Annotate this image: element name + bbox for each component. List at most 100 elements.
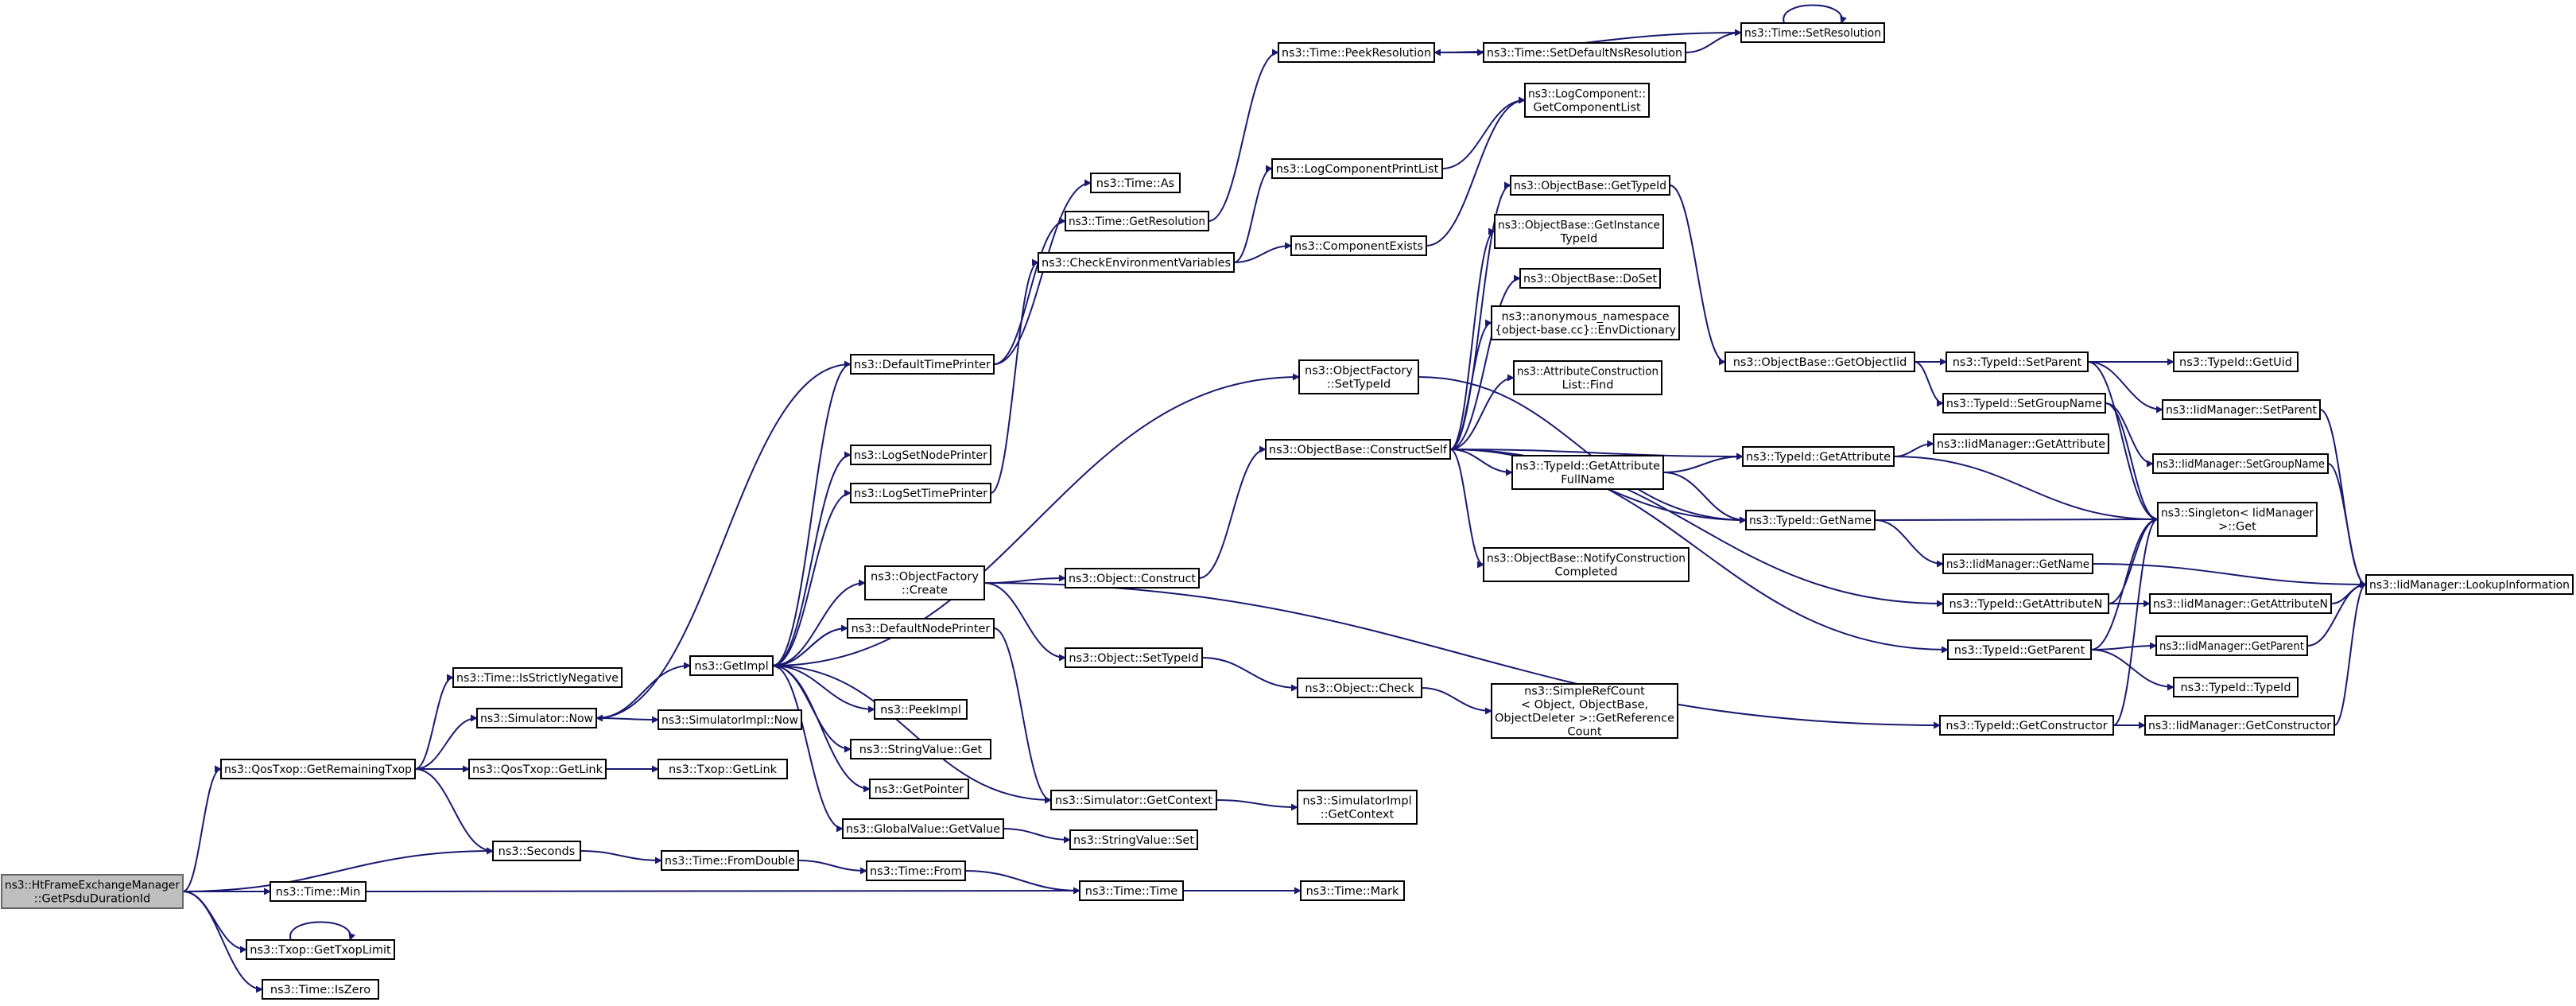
- node-box[interactable]: [1278, 42, 1435, 63]
- node-time-from[interactable]: ns3::Time::From: [866, 860, 966, 881]
- node-get-component-list[interactable]: ns3::LogComponent::GetComponentList: [1524, 83, 1650, 118]
- node-log-component-print-list[interactable]: ns3::LogComponentPrintList: [1271, 158, 1443, 179]
- node-box[interactable]: [850, 739, 991, 759]
- node-box[interactable]: [661, 850, 799, 871]
- node-box[interactable]: [864, 565, 985, 600]
- node-iid-set-parent[interactable]: ns3::IidManager::SetParent: [2162, 399, 2321, 420]
- node-iid-get-attribute-n[interactable]: ns3::IidManager::GetAttributeN: [2149, 593, 2332, 614]
- node-box[interactable]: [1065, 568, 1200, 588]
- node-is-zero[interactable]: ns3::Time::IsZero: [262, 979, 379, 1000]
- node-type-id-get-parent[interactable]: ns3::TypeId::GetParent: [1947, 639, 2092, 660]
- node-box[interactable]: [2157, 502, 2318, 537]
- node-sim-impl-now[interactable]: ns3::SimulatorImpl::Now: [658, 709, 802, 730]
- node-box[interactable]: [1745, 510, 1876, 530]
- node-get-impl[interactable]: ns3::GetImpl: [689, 655, 774, 676]
- node-time-as[interactable]: ns3::Time::As: [1090, 173, 1181, 193]
- node-time-time[interactable]: ns3::Time::Time: [1079, 880, 1184, 901]
- node-time-mark[interactable]: ns3::Time::Mark: [1300, 880, 1405, 901]
- node-default-node-printer[interactable]: ns3::DefaultNodePrinter: [847, 618, 995, 639]
- node-box[interactable]: [1069, 829, 1198, 850]
- node-type-id-set-group-name[interactable]: ns3::TypeId::SetGroupName: [1942, 393, 2106, 414]
- node-string-value-set[interactable]: ns3::StringValue::Set: [1069, 829, 1198, 850]
- node-box[interactable]: [1065, 211, 1209, 231]
- node-type-id-get-attribute[interactable]: ns3::TypeId::GetAttribute: [1742, 446, 1895, 467]
- node-box[interactable]: [476, 708, 597, 728]
- node-box[interactable]: [468, 759, 607, 779]
- node-box[interactable]: [1942, 393, 2106, 414]
- node-box[interactable]: [847, 618, 995, 639]
- node-qos-get-link[interactable]: ns3::QosTxop::GetLink: [468, 759, 607, 779]
- node-box[interactable]: [1297, 678, 1422, 698]
- node-box[interactable]: [874, 699, 968, 720]
- node-box[interactable]: [869, 779, 969, 799]
- node-box[interactable]: [492, 841, 581, 861]
- node-is-strictly-negative[interactable]: ns3::Time::IsStrictlyNegative: [452, 667, 623, 688]
- node-get-txop-limit[interactable]: ns3::Txop::GetTxopLimit: [246, 939, 395, 960]
- node-box[interactable]: [1933, 433, 2109, 454]
- node-time-min[interactable]: ns3::Time::Min: [270, 881, 367, 902]
- node-env-dictionary[interactable]: ns3::anonymous_namespace{object-base.cc}…: [1491, 305, 1680, 340]
- node-box[interactable]: [689, 655, 774, 676]
- node-box[interactable]: [246, 939, 395, 960]
- node-set-resolution[interactable]: ns3::Time::SetResolution: [1740, 22, 1885, 43]
- node-box[interactable]: [1494, 214, 1664, 249]
- node-obj-set-type-id[interactable]: ns3::Object::SetTypeId: [1065, 647, 1203, 668]
- node-check-env-vars[interactable]: ns3::CheckEnvironmentVariables: [1038, 252, 1235, 273]
- node-sim-now[interactable]: ns3::Simulator::Now: [476, 708, 597, 728]
- node-box[interactable]: [1740, 22, 1885, 43]
- node-iid-lookup-information[interactable]: ns3::IidManager::LookupInformation: [2365, 574, 2574, 595]
- node-sim-impl-get-context[interactable]: ns3::SimulatorImpl::GetContext: [1297, 790, 1418, 825]
- node-box[interactable]: [2173, 677, 2299, 697]
- node-global-value-get-value[interactable]: ns3::GlobalValue::GetValue: [842, 818, 1004, 839]
- node-box[interactable]: [1724, 352, 1915, 372]
- node-type-id-get-attribute-n[interactable]: ns3::TypeId::GetAttributeN: [1942, 593, 2109, 614]
- node-get-pointer[interactable]: ns3::GetPointer: [869, 779, 969, 799]
- node-box[interactable]: [658, 759, 788, 779]
- node-box[interactable]: [1491, 305, 1680, 340]
- node-simple-ref-count-get-ref-count[interactable]: ns3::SimpleRefCount< Object, ObjectBase,…: [1491, 683, 1678, 739]
- node-iid-get-attribute[interactable]: ns3::IidManager::GetAttribute: [1933, 433, 2109, 454]
- node-box[interactable]: [1742, 446, 1895, 467]
- node-box[interactable]: [1, 874, 184, 909]
- node-type-id-get-constructor[interactable]: ns3::TypeId::GetConstructor: [1939, 715, 2114, 736]
- node-box[interactable]: [658, 709, 802, 730]
- node-iid-get-constructor[interactable]: ns3::IidManager::GetConstructor: [2144, 715, 2335, 736]
- node-box[interactable]: [1050, 790, 1217, 810]
- node-log-set-node-printer[interactable]: ns3::LogSetNodePrinter: [850, 445, 991, 465]
- node-box[interactable]: [1038, 252, 1235, 273]
- node-box[interactable]: [1513, 360, 1662, 395]
- node-seconds[interactable]: ns3::Seconds: [492, 841, 581, 861]
- node-ob-get-object-iid[interactable]: ns3::ObjectBase::GetObjectIid: [1724, 352, 1915, 372]
- node-box[interactable]: [1483, 42, 1686, 63]
- node-box[interactable]: [2144, 715, 2335, 736]
- node-box[interactable]: [1090, 173, 1181, 193]
- node-box[interactable]: [1290, 235, 1427, 256]
- node-box[interactable]: [1942, 593, 2109, 614]
- node-box[interactable]: [866, 860, 966, 881]
- node-type-id-type-id[interactable]: ns3::TypeId::TypeId: [2173, 677, 2299, 697]
- node-box[interactable]: [452, 667, 623, 688]
- node-singleton-get[interactable]: ns3::Singleton< IidManager>::Get: [2157, 502, 2318, 537]
- node-box[interactable]: [1946, 352, 2089, 372]
- node-time-get-resolution[interactable]: ns3::Time::GetResolution: [1065, 211, 1209, 231]
- node-ob-notify-construction-completed[interactable]: ns3::ObjectBase::NotifyConstructionCompl…: [1483, 547, 1690, 582]
- node-box[interactable]: [1271, 158, 1443, 179]
- node-box[interactable]: [1939, 715, 2114, 736]
- node-type-id-get-uid[interactable]: ns3::TypeId::GetUid: [2173, 352, 2299, 372]
- node-obj-check[interactable]: ns3::Object::Check: [1297, 678, 1422, 698]
- node-box[interactable]: [1942, 553, 2093, 574]
- node-box[interactable]: [850, 354, 995, 375]
- node-root[interactable]: ns3::HtFrameExchangeManager::GetPsduDura…: [1, 874, 184, 909]
- node-box[interactable]: [2149, 593, 2332, 614]
- node-obj-factory-create[interactable]: ns3::ObjectFactory::Create: [864, 565, 985, 600]
- node-set-default-ns-resolution[interactable]: ns3::Time::SetDefaultNsResolution: [1483, 42, 1686, 63]
- node-box[interactable]: [1300, 880, 1405, 901]
- node-box[interactable]: [2173, 352, 2299, 372]
- node-iid-set-group-name[interactable]: ns3::IidManager::SetGroupName: [2152, 453, 2329, 474]
- node-box[interactable]: [1265, 439, 1451, 460]
- node-obj-construct[interactable]: ns3::Object::Construct: [1065, 568, 1200, 588]
- node-box[interactable]: [850, 483, 991, 503]
